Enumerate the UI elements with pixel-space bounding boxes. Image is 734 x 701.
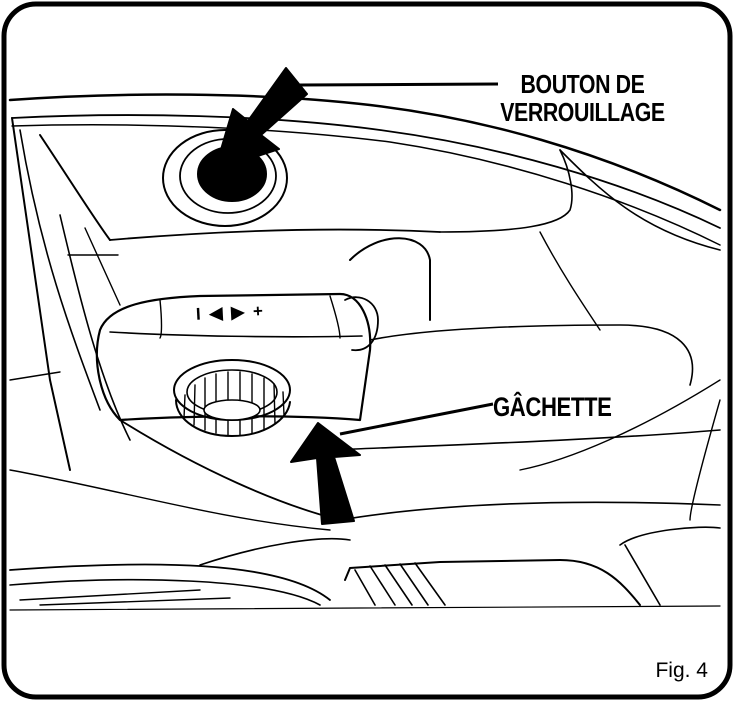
lock-button-label-line-2: VERROUILLAGE — [500, 97, 665, 127]
lock-button-arrow — [214, 67, 308, 171]
housing-top-edge-2 — [11, 114, 721, 229]
lock-button-housing — [162, 129, 288, 227]
trigger-module — [95, 292, 372, 422]
housing-top-edge — [8, 93, 722, 212]
trigger-leader-line — [339, 402, 494, 436]
lock-button-label-line-1: BOUTON DE — [520, 69, 645, 99]
trigger-arrow — [290, 422, 361, 525]
trigger-label: GÂCHETTE — [493, 392, 612, 422]
lock-button-leader-line — [299, 82, 499, 87]
direction-markers: I ◀ ▶ + — [195, 301, 266, 324]
figure-number: Fig. 4 — [655, 659, 708, 682]
lock-button-label: BOUTON DE VERROUILLAGE — [498, 70, 667, 126]
